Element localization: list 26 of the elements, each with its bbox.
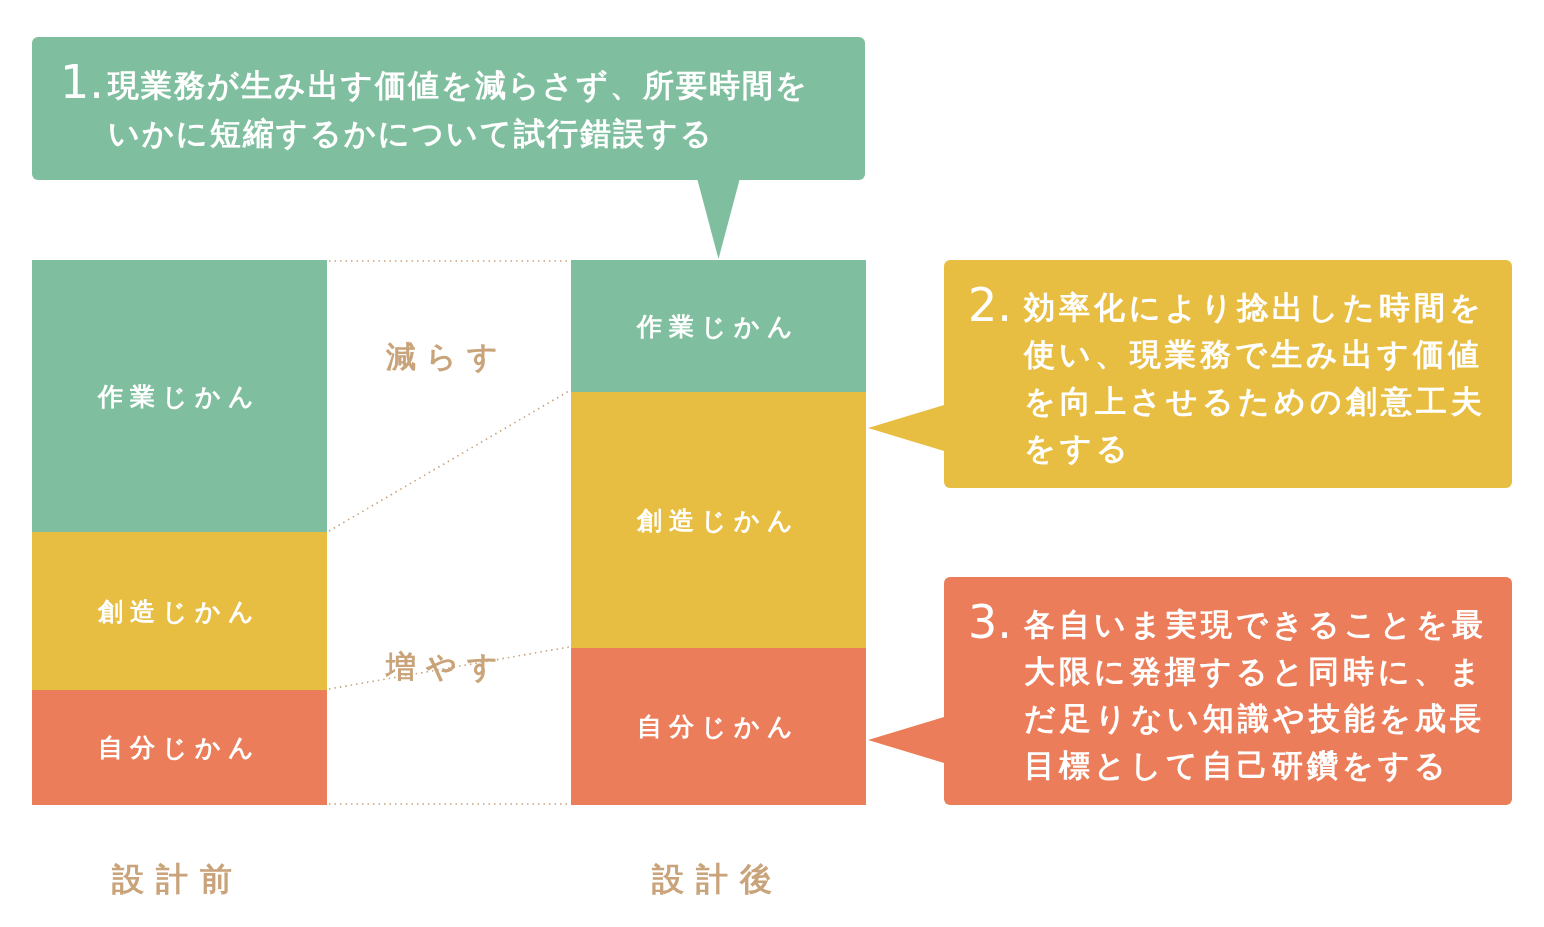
dotted-line bbox=[328, 390, 570, 532]
bar-segment: 自分じかん bbox=[571, 648, 866, 805]
step-number: 1. bbox=[60, 59, 104, 105]
callout-pointer bbox=[868, 405, 944, 451]
callout-text: 効率化により捻出した時間を使い、現業務で生み出す価値を向上させるための創意工夫をする bbox=[1024, 288, 1487, 468]
bar-segment: 創造じかん bbox=[571, 392, 866, 648]
callout-box bbox=[944, 260, 1512, 488]
bar-segment: 作業じかん bbox=[32, 260, 327, 532]
dotted-line bbox=[328, 646, 570, 690]
bar-segment: 創造じかん bbox=[32, 532, 327, 690]
callout-box bbox=[944, 577, 1512, 805]
callout-text: 各自いま実現できることを最大限に発揮すると同時に、まだ足りない知識や技能を成長目標として自己研鑽をする bbox=[1024, 605, 1488, 785]
bar-segment: 作業じかん bbox=[571, 260, 866, 392]
change-label: 増やす bbox=[386, 647, 508, 686]
callout-text: 現業務が生み出す価値を減らさず、所要時間をいかに短縮するかについて試行錯誤する bbox=[108, 66, 810, 153]
column-label: 設計後 bbox=[652, 859, 784, 900]
change-label: 減らす bbox=[386, 337, 508, 376]
callout-pointer bbox=[868, 717, 944, 763]
column-label: 設計前 bbox=[112, 859, 244, 900]
dotted-line bbox=[328, 260, 570, 262]
step-number: 2. bbox=[968, 282, 1012, 328]
bar-segment: 自分じかん bbox=[32, 690, 327, 805]
dotted-line bbox=[328, 803, 570, 805]
callout-pointer bbox=[697, 180, 740, 259]
step-number: 3. bbox=[968, 599, 1012, 645]
callout-box bbox=[32, 37, 865, 180]
